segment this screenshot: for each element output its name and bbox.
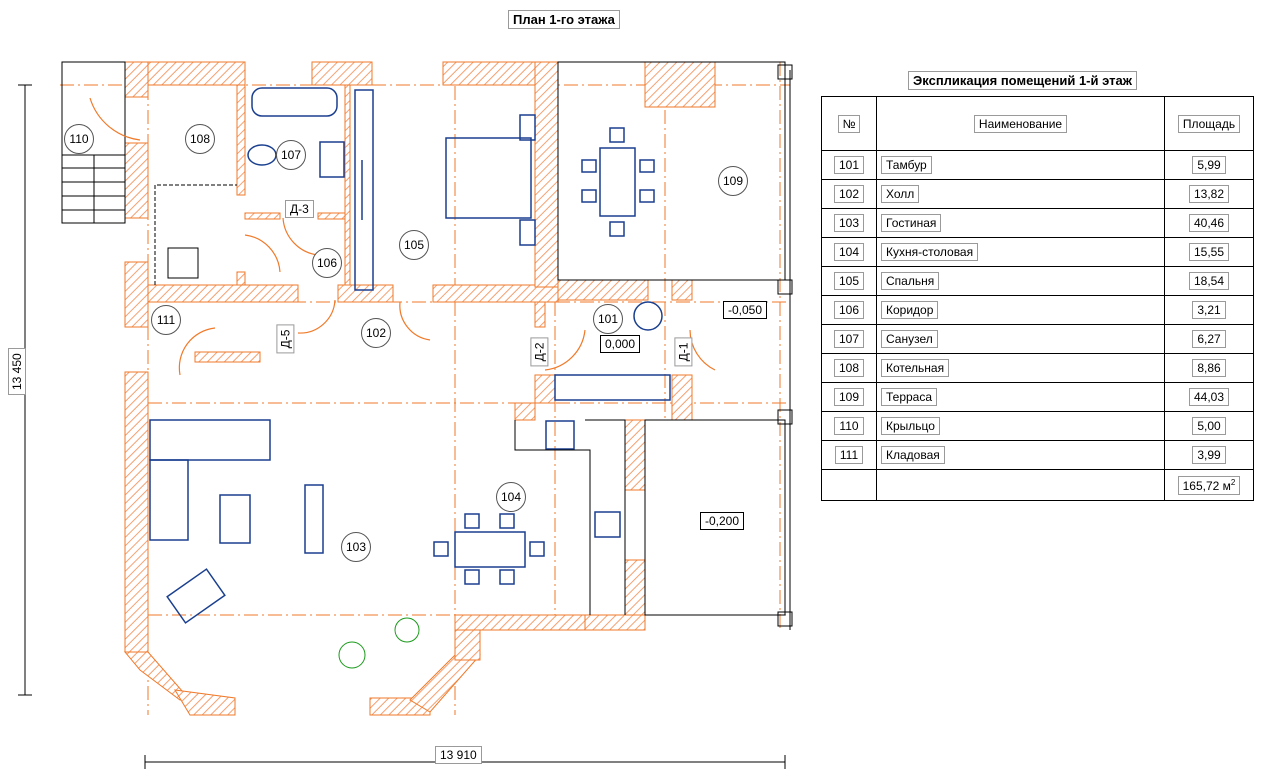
dimension-vertical: 13 450	[8, 348, 26, 395]
dimension-horizontal: 13 910	[435, 746, 482, 764]
room-label-101: 101	[593, 304, 623, 334]
table-row: 105 Спальня 18,54	[821, 266, 1254, 296]
room-label-105: 105	[399, 230, 429, 260]
table-row: 103 Гостиная 40,46	[821, 208, 1254, 238]
room-label-111: 111	[151, 305, 181, 335]
room-area: 15,55	[1188, 243, 1230, 261]
room-number: 103	[833, 214, 865, 232]
terrace-outline	[61, 61, 793, 630]
kitchen-counter	[154, 184, 626, 615]
room-name: Кухня-столовая	[881, 243, 979, 261]
room-label-107: 107	[276, 140, 306, 170]
table-row: 110 Крыльцо 5,00	[821, 411, 1254, 441]
room-label-106: 106	[312, 248, 342, 278]
room-area: 44,03	[1188, 388, 1230, 406]
room-name: Тамбур	[881, 156, 932, 174]
room-area: 8,86	[1192, 359, 1226, 377]
room-number: 111	[834, 446, 864, 464]
elevation-terrace: -0,050	[723, 301, 768, 319]
room-name: Кладовая	[881, 446, 945, 464]
room-name: Крыльцо	[881, 417, 940, 435]
room-number: 104	[833, 243, 865, 261]
door-label-d5: Д-5	[276, 324, 295, 354]
table-row: 108 Котельная 8,86	[821, 353, 1254, 383]
room-number: 105	[833, 272, 865, 290]
room-area: 3,99	[1192, 446, 1226, 464]
room-label-108: 108	[185, 124, 215, 154]
elevation-lower-terrace: -0,200	[700, 512, 745, 530]
room-number: 109	[833, 388, 865, 406]
room-area: 40,46	[1188, 214, 1230, 232]
plan-title: План 1-го этажа	[508, 10, 620, 29]
total-area: 165,72 м2	[1177, 475, 1241, 495]
room-number: 110	[834, 417, 864, 435]
room-name: Санузел	[881, 330, 938, 348]
room-number: 108	[833, 359, 865, 377]
table-row: 109 Терраса 44,03	[821, 382, 1254, 412]
table-row: 106 Коридор 3,21	[821, 295, 1254, 325]
door-label-d3: Д-3	[285, 200, 314, 218]
door-swings	[89, 97, 716, 376]
room-number: 101	[833, 156, 865, 174]
room-name: Коридор	[881, 301, 939, 319]
room-area: 18,54	[1188, 272, 1230, 290]
table-row: 102 Холл 13,82	[821, 179, 1254, 209]
explication-title: Экспликация помещений 1-й этаж	[908, 71, 1137, 90]
room-name: Терраса	[881, 388, 938, 406]
door-label-d2: Д-2	[530, 337, 549, 367]
plants	[338, 617, 420, 669]
elevation-entrance: 0,000	[600, 335, 641, 353]
table-row: 111 Кладовая 3,99	[821, 440, 1254, 470]
table-row: 107 Санузел 6,27	[821, 324, 1254, 354]
room-label-104: 104	[496, 482, 526, 512]
room-area: 13,82	[1188, 185, 1230, 203]
room-label-102: 102	[361, 318, 391, 348]
room-number: 106	[833, 301, 865, 319]
header-no: №	[837, 114, 861, 133]
room-name: Гостиная	[881, 214, 942, 232]
door-label-d1: Д-1	[674, 337, 693, 367]
room-label-109: 109	[718, 166, 748, 196]
room-label-103: 103	[341, 532, 371, 562]
furniture	[149, 87, 671, 624]
room-area: 5,99	[1192, 156, 1226, 174]
room-area: 3,21	[1192, 301, 1226, 319]
room-name: Спальня	[881, 272, 940, 290]
room-area: 6,27	[1192, 330, 1226, 348]
table-row: 101 Тамбур 5,99	[821, 150, 1254, 180]
table-row: 104 Кухня-столовая 15,55	[821, 237, 1254, 267]
room-name: Холл	[881, 185, 920, 203]
header-area: Площадь	[1177, 114, 1241, 133]
walls	[123, 61, 716, 716]
porch-stairs	[61, 154, 126, 224]
room-number: 107	[833, 330, 865, 348]
room-number: 102	[833, 185, 865, 203]
room-label-110: 110	[64, 124, 94, 154]
room-area: 5,00	[1192, 417, 1226, 435]
room-name: Котельная	[881, 359, 950, 377]
header-name: Наименование	[973, 114, 1068, 133]
